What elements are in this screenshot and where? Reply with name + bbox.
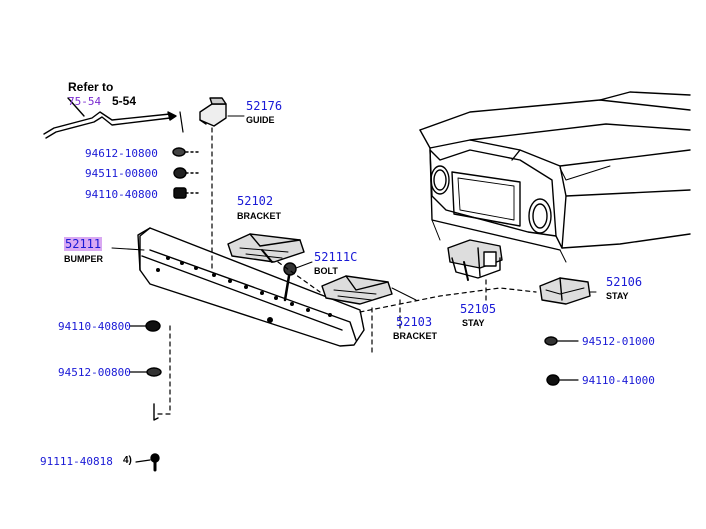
bracket-52102-part bbox=[227, 233, 305, 263]
refer-code-link[interactable]: 75-54 bbox=[68, 95, 102, 108]
bumper-part bbox=[137, 227, 365, 347]
part-name-guide: GUIDE bbox=[246, 115, 275, 125]
part-number-94110-40800-bottom[interactable]: 94110-40800 bbox=[58, 320, 131, 333]
stay-52105-part bbox=[447, 239, 503, 281]
stay-52106-part bbox=[539, 277, 591, 305]
part-name-bolt: BOLT bbox=[314, 266, 338, 276]
part-number-52102[interactable]: 52102 bbox=[237, 194, 274, 208]
part-number-52105[interactable]: 52105 bbox=[460, 302, 497, 316]
leader-lines bbox=[111, 115, 597, 293]
part-name-bumper: BUMPER bbox=[64, 254, 104, 264]
assembly-lines bbox=[155, 127, 537, 415]
part-number-94110-41000[interactable]: 94110-41000 bbox=[582, 374, 655, 387]
guide-part bbox=[199, 97, 227, 127]
part-number-94512-01000[interactable]: 94512-01000 bbox=[582, 335, 655, 348]
part-number-94512-00800[interactable]: 94512-00800 bbox=[58, 366, 131, 379]
fasteners-left bbox=[172, 147, 201, 199]
part-number-52103[interactable]: 52103 bbox=[396, 315, 433, 329]
car-body bbox=[419, 91, 691, 263]
part-number-91111-40818[interactable]: 91111-40818 bbox=[40, 455, 113, 468]
fasteners-right bbox=[544, 336, 579, 386]
refer-to-label: Refer to bbox=[68, 80, 114, 94]
part-name-bracket-52103: BRACKET bbox=[393, 331, 437, 341]
fasteners-lower-left bbox=[129, 320, 162, 472]
bracket-52103-part bbox=[321, 275, 417, 305]
refer-page-label: 5-54 bbox=[112, 94, 137, 108]
part-number-52176[interactable]: 52176 bbox=[246, 99, 283, 113]
part-name-bracket-52102: BRACKET bbox=[237, 211, 281, 221]
part-number-52106[interactable]: 52106 bbox=[606, 275, 643, 289]
quantity-label: 4) bbox=[123, 455, 132, 466]
part-number-94511-00800[interactable]: 94511-00800 bbox=[85, 167, 158, 180]
part-name-stay-52105: STAY bbox=[462, 318, 485, 328]
part-number-52111[interactable]: 52111 bbox=[64, 237, 103, 251]
part-number-94110-40800-top[interactable]: 94110-40800 bbox=[85, 188, 158, 201]
part-number-52111c[interactable]: 52111C bbox=[314, 250, 358, 264]
part-number-94612-10800[interactable]: 94612-10800 bbox=[85, 147, 158, 160]
part-name-stay-52106: STAY bbox=[606, 291, 629, 301]
rod-part bbox=[43, 97, 184, 139]
